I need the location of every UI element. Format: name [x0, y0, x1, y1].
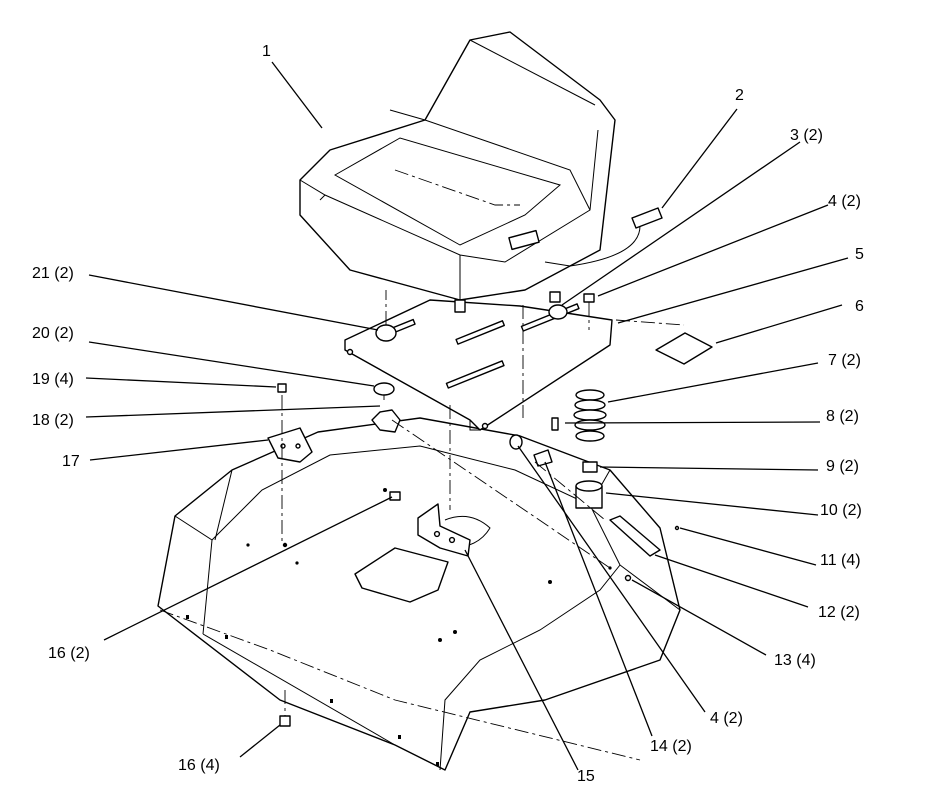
- leader-lines: [85, 61, 849, 771]
- callout-4b: 4 (2): [710, 710, 743, 727]
- callout-18: 18 (2): [32, 412, 74, 429]
- callout-8: 8 (2): [826, 408, 859, 425]
- nut-16a: [279, 715, 291, 727]
- washer-20: [373, 382, 395, 396]
- callout-15: 15: [577, 768, 595, 785]
- callout-20: 20 (2): [32, 325, 74, 342]
- hardware: [277, 293, 595, 727]
- washer-3: [548, 304, 568, 320]
- decal-6: [655, 332, 713, 365]
- washer-4b: [509, 434, 523, 450]
- nut-16b: [389, 491, 401, 501]
- bolt-14: [533, 449, 553, 467]
- callout-14: 14 (2): [650, 738, 692, 755]
- callout-19: 19 (4): [32, 371, 74, 388]
- bolt-4a: [583, 293, 595, 303]
- seat-1: [299, 31, 616, 313]
- callout-12: 12 (2): [818, 604, 860, 621]
- callout-labels: 1 2 3 (2) 4 (2) 5 6 7 (2) 8 (2) 9 (2) 10…: [32, 43, 864, 785]
- callout-5: 5: [855, 246, 864, 263]
- bumper-21: [375, 324, 397, 342]
- callout-3: 3 (2): [790, 127, 823, 144]
- bracket-15: [417, 503, 471, 557]
- callout-9: 9 (2): [826, 458, 859, 475]
- spring-assembly: [573, 389, 607, 509]
- fender-pan: [157, 417, 681, 771]
- seat-switch-2: [544, 207, 663, 267]
- callout-16a: 16 (4): [178, 757, 220, 774]
- pan-opening: [354, 547, 449, 603]
- bolt-19: [277, 383, 287, 393]
- callout-6: 6: [855, 298, 864, 315]
- callout-17: 17: [62, 453, 80, 470]
- callout-7: 7 (2): [828, 352, 861, 369]
- bolt-8: [551, 417, 559, 431]
- callout-13: 13 (4): [774, 652, 816, 669]
- knob-18: [371, 409, 401, 433]
- bracket-17: [267, 427, 313, 463]
- callout-2: 2: [735, 87, 744, 104]
- callout-10: 10 (2): [820, 502, 862, 519]
- callout-1: 1: [262, 43, 271, 60]
- plate-12: [609, 515, 680, 582]
- callout-4a: 4 (2): [828, 193, 861, 210]
- callout-11: 11 (4): [820, 552, 861, 569]
- callout-21: 21 (2): [32, 265, 74, 282]
- callout-16b: 16 (2): [48, 645, 90, 662]
